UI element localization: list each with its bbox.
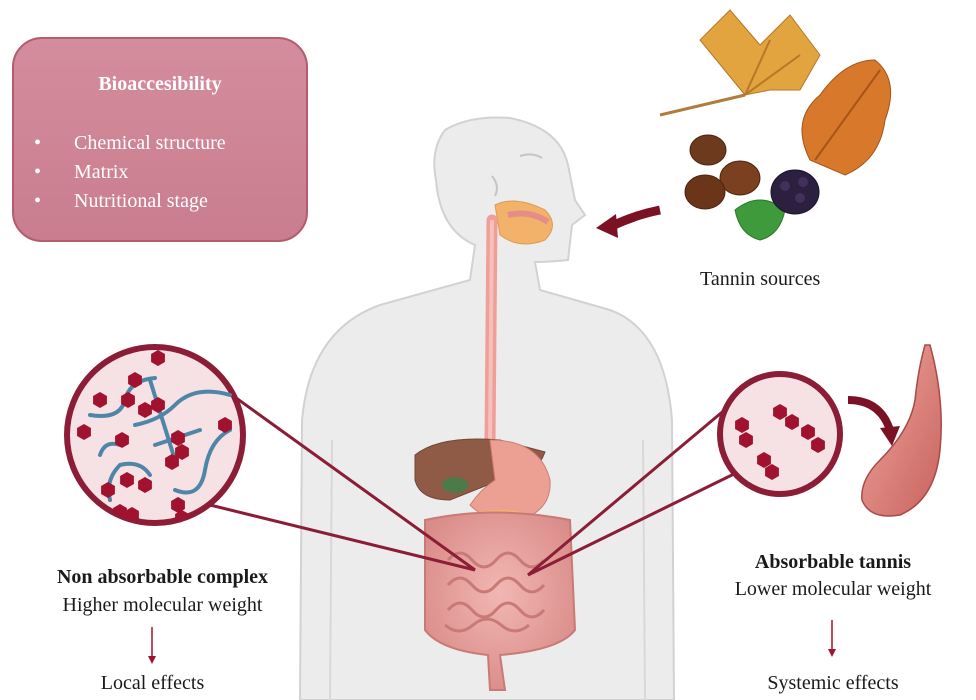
absorbable-subtitle: Lower molecular weight — [690, 578, 976, 601]
list-item: •Chemical structure — [34, 129, 226, 158]
curved-arrow-to-vessel — [848, 400, 890, 430]
systemic-effects-label: Systemic effects — [690, 672, 976, 695]
local-effects-label: Local effects — [0, 672, 305, 695]
blood-vessel-illustration — [862, 345, 941, 516]
bullet-icon: • — [34, 158, 74, 187]
tannin-sources-label: Tannin sources — [700, 268, 820, 291]
absorbable-title: Absorbable tannis — [690, 551, 976, 574]
arrow-to-mouth — [596, 210, 660, 238]
bullet-icon: • — [34, 129, 74, 158]
list-item-label: Chemical structure — [74, 129, 226, 158]
tannin-sources-illustration — [660, 10, 891, 240]
gallbladder — [442, 477, 468, 493]
bioaccessibility-title: Bioaccesibility — [14, 73, 306, 96]
list-item-label: Matrix — [74, 158, 128, 187]
bioaccessibility-box: Bioaccesibility •Chemical structure •Mat… — [12, 37, 308, 242]
non-absorbable-complex-circle — [67, 347, 243, 526]
down-arrow-right — [828, 620, 836, 657]
non-absorbable-subtitle: Higher molecular weight — [0, 594, 325, 617]
list-item: •Nutritional stage — [34, 187, 226, 216]
absorbable-tannins-circle — [720, 374, 840, 494]
bioaccessibility-list: •Chemical structure •Matrix •Nutritional… — [34, 129, 226, 216]
bullet-icon: • — [34, 187, 74, 216]
down-arrow-left — [148, 627, 156, 664]
list-item-label: Nutritional stage — [74, 187, 208, 216]
list-item: •Matrix — [34, 158, 226, 187]
non-absorbable-title: Non absorbable complex — [0, 566, 325, 589]
